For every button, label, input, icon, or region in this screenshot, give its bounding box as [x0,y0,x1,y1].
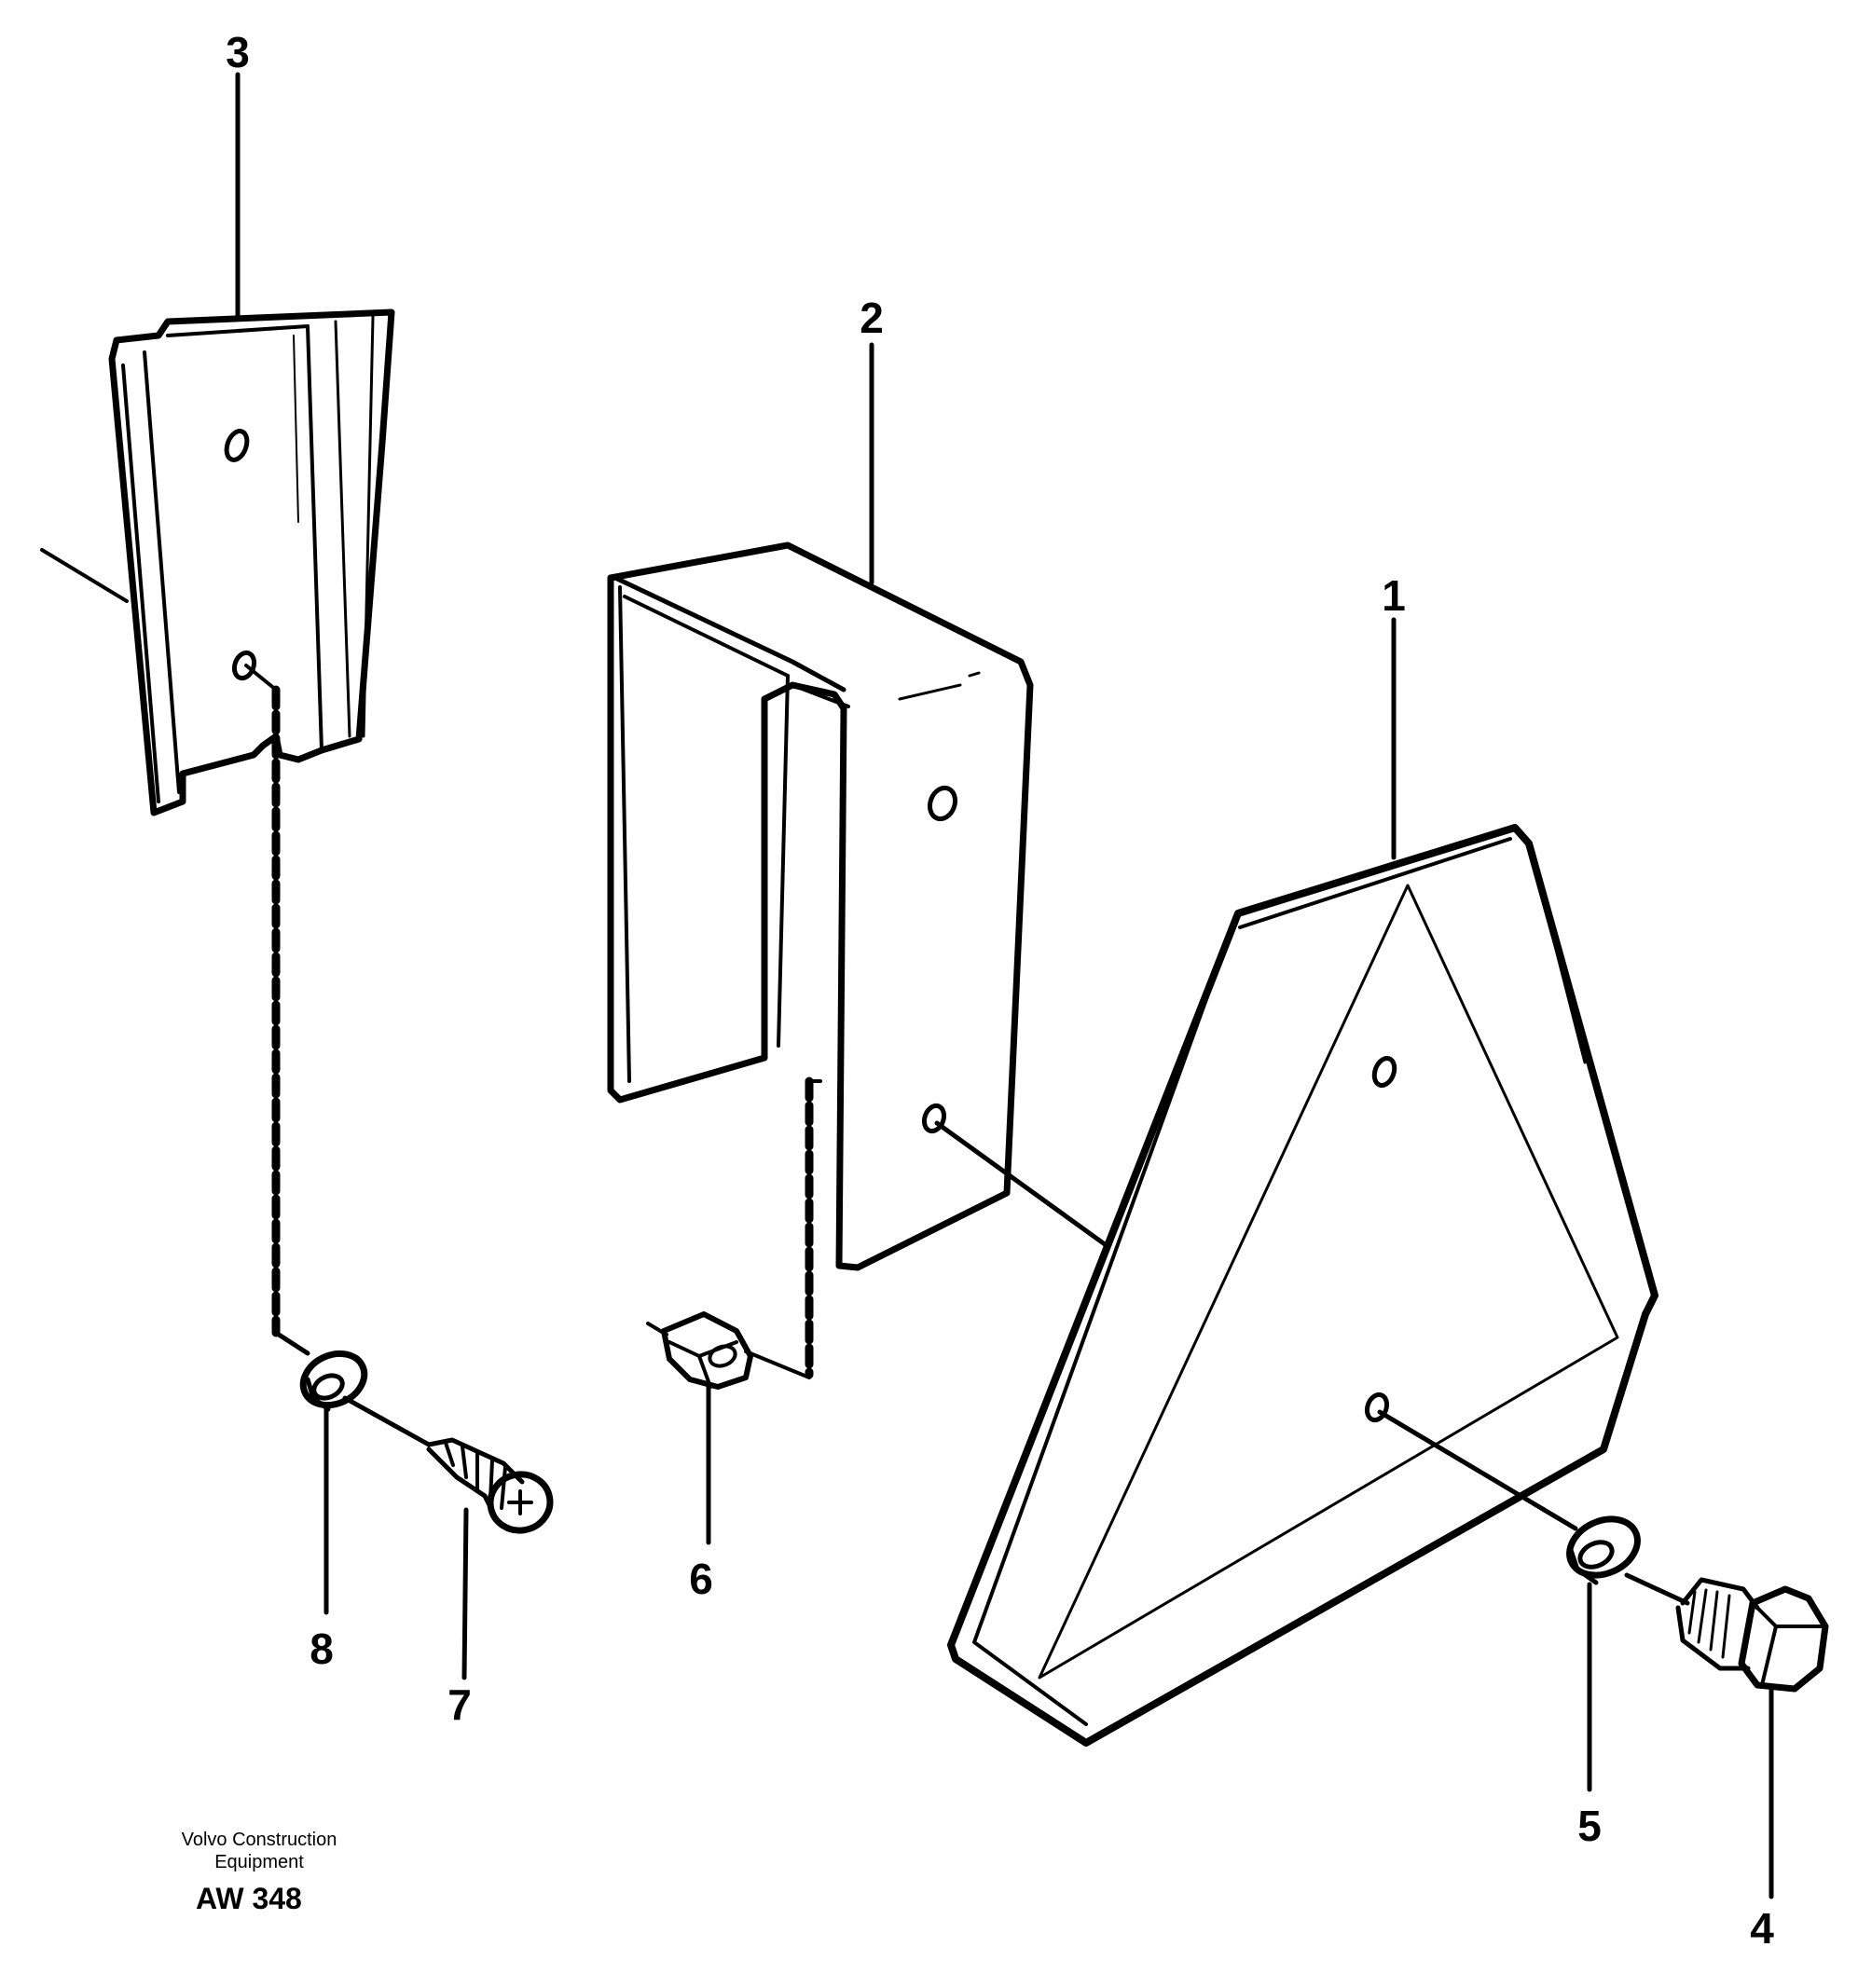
part-5-washer [1566,1515,1641,1585]
part-1-triangle-reflector [947,824,1658,1747]
callout-3: 3 [226,28,250,76]
caption-manufacturer-line1: Volvo Construction [182,1830,337,1850]
caption-manufacturer-line2: Equipment [214,1852,304,1872]
figure-code: AW 348 [196,1882,302,1915]
assembly-dashed-path-center [744,1076,822,1379]
part-3-channel-bracket [40,308,395,816]
callout-4: 4 [1750,1904,1774,1953]
part-7-tapping-screw [426,1437,554,1534]
callout-2: 2 [860,294,884,342]
part-6-hex-nut [646,1311,753,1390]
assembly-line-bracket-to-reflector [934,1120,1108,1247]
assembly-line-reflector-to-washer [1377,1409,1578,1531]
caption-block: Volvo Construction Equipment AW 348 [182,1830,337,1915]
callout-7: 7 [447,1680,472,1729]
assembly-line-washer-to-screw [342,1395,432,1447]
callout-6: 6 [689,1555,713,1603]
part-8-washer [299,1350,368,1412]
part-2-u-bracket [607,542,1034,1271]
callout-8: 8 [310,1625,334,1673]
callout-1: 1 [1382,571,1406,620]
assembly-dashed-path-left [244,664,310,1356]
part-4-hex-bolt [1675,1577,1829,1693]
assembly-line-washer-to-bolt [1624,1572,1690,1606]
leader-lines [235,72,1774,1899]
callout-5: 5 [1577,1802,1602,1850]
